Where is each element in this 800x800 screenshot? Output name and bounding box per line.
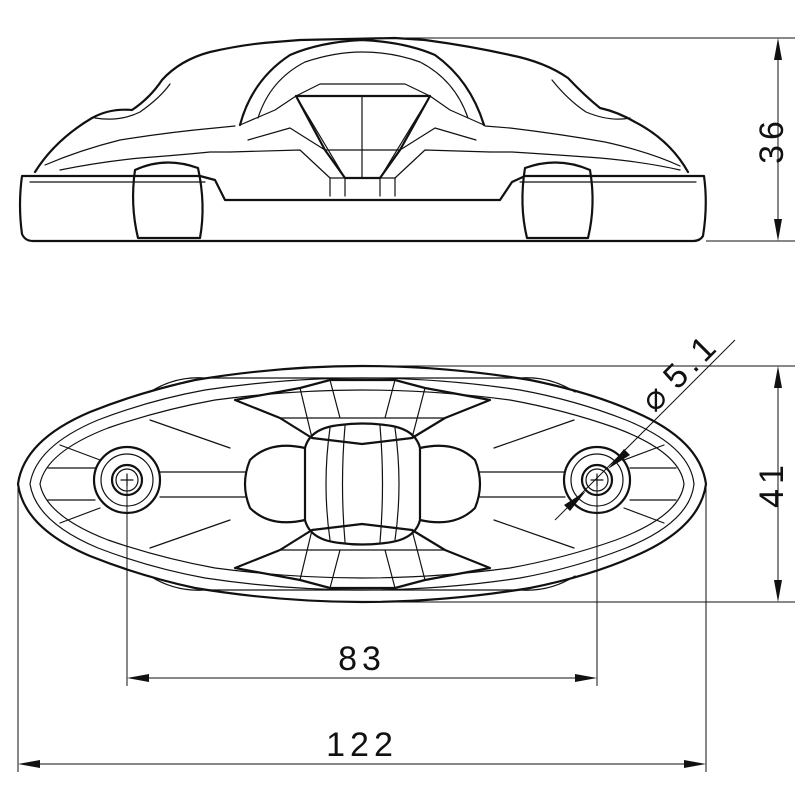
- top-view-center-cap: [303, 422, 422, 546]
- side-view-left-boss: [132, 161, 204, 240]
- top-view: [16, 364, 708, 604]
- dim-hole-diameter-5-1: 5.1: [656, 325, 727, 396]
- top-view-top-lobe: [149, 377, 576, 393]
- side-view-crown-facets: [295, 95, 431, 179]
- top-view-right-horn: [418, 444, 482, 524]
- side-view-right-groove: [551, 79, 631, 120]
- side-view-right-boss: [521, 161, 594, 240]
- dim-height-36: 36: [753, 116, 791, 164]
- top-view-left-horn: [243, 444, 307, 524]
- top-view-upper-crown: [233, 378, 492, 446]
- top-view-outer-rim: [16, 364, 708, 604]
- top-view-center-cap-ribs: [325, 425, 400, 543]
- dim-overall-length-122: 122: [326, 726, 398, 764]
- top-view-left-spokes: [47, 467, 246, 501]
- side-view-base: [18, 174, 707, 243]
- side-view-right-wing: [379, 95, 491, 179]
- side-view-horn-cap: [295, 83, 431, 97]
- top-view-lower-crown-facets: [279, 529, 446, 589]
- side-view: [18, 36, 707, 243]
- side-view-left-shoulder: [44, 125, 236, 166]
- top-view-diagonal-ribs: [59, 419, 665, 549]
- dimension-lines: [17, 37, 795, 772]
- dim-hole-spacing-83: 83: [338, 640, 386, 678]
- side-view-left-inner: [59, 151, 231, 171]
- top-view-right-spokes: [479, 467, 677, 501]
- top-view-upper-crown-facets: [279, 379, 446, 439]
- side-view-left-wing: [229, 95, 346, 179]
- dim-hole-diameter-label: ⌀ 5.1: [633, 325, 727, 419]
- top-view-rim-inner-1: [29, 377, 695, 591]
- side-view-right-shoulder: [484, 125, 681, 167]
- top-view-rim-inner-2: [39, 389, 685, 579]
- top-view-lower-crown: [233, 522, 492, 590]
- side-view-horn-inner: [257, 51, 469, 119]
- side-view-horn-outer: [238, 38, 486, 127]
- dim-width-41: 41: [753, 460, 791, 508]
- top-view-right-hole: [562, 445, 632, 515]
- top-view-bottom-lobe: [149, 575, 576, 591]
- side-view-center-slot: [329, 177, 396, 197]
- side-view-left-groove: [94, 83, 171, 120]
- side-view-right-inner: [489, 151, 681, 171]
